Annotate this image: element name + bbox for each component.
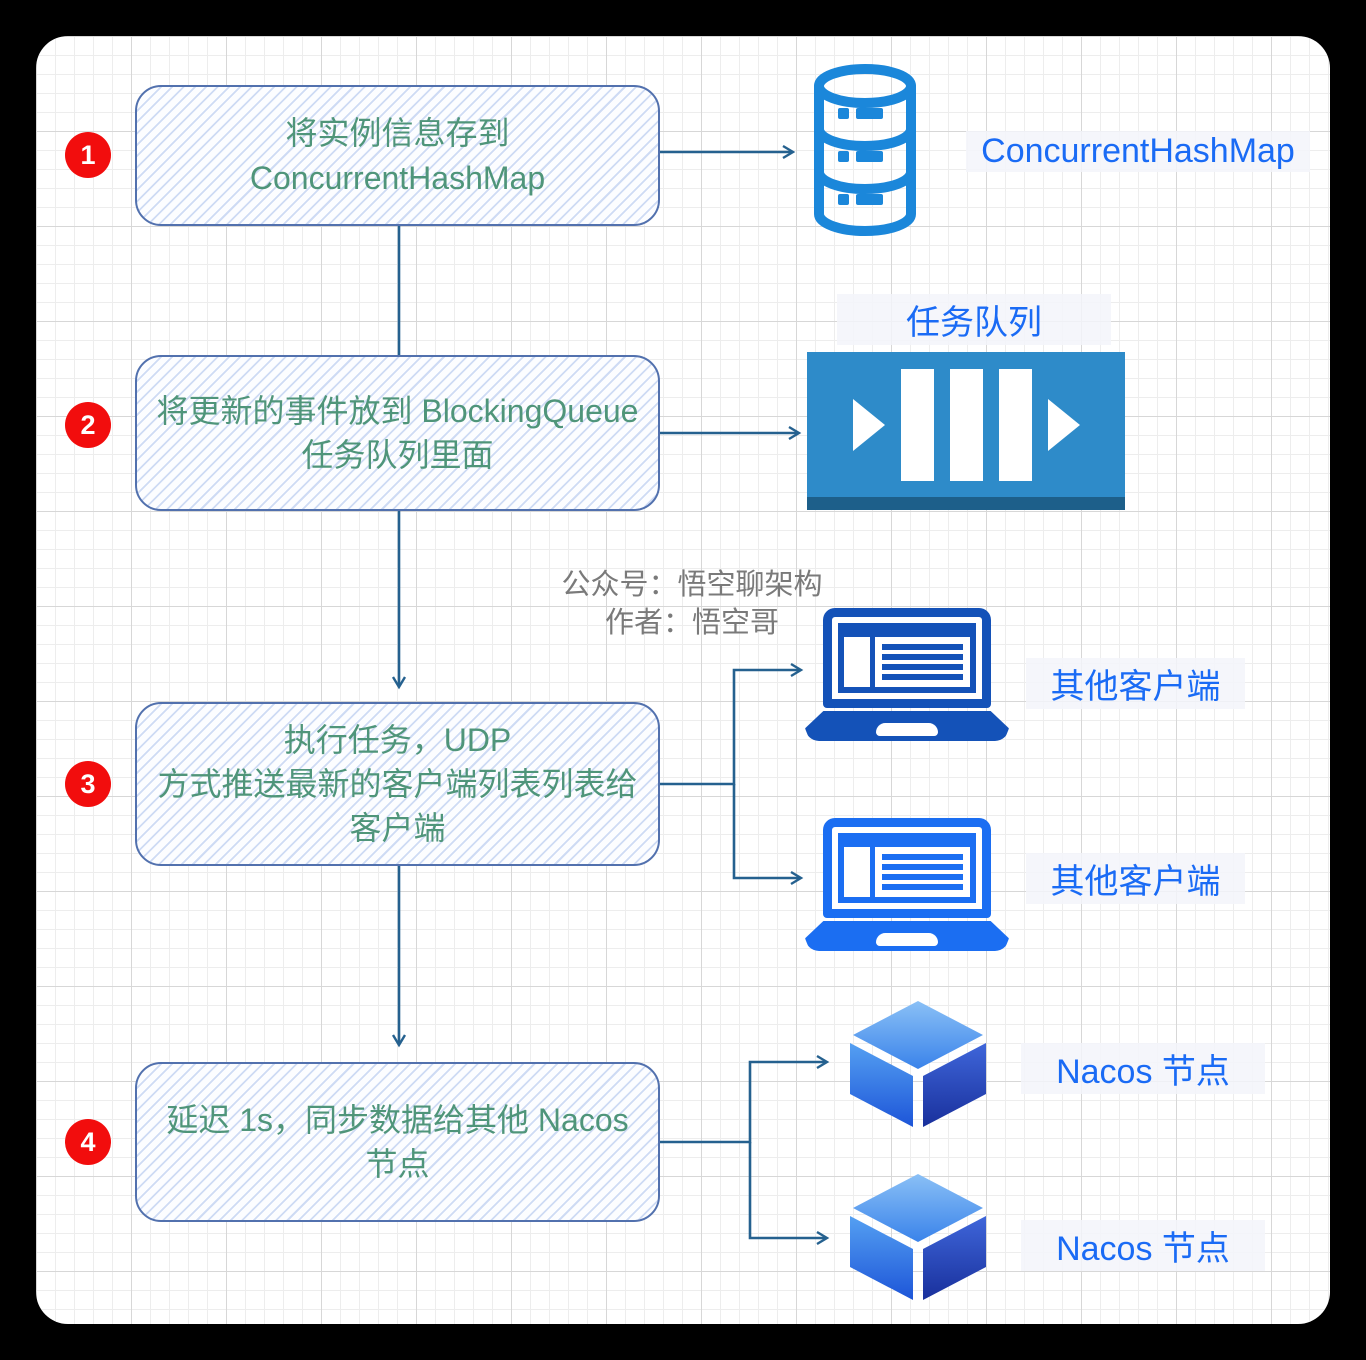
step-badge-3: 3 (65, 761, 111, 807)
laptop-window-sidebar (844, 847, 870, 897)
watermark-line-1: 公众号：悟空聊架构 (561, 569, 823, 601)
step-box-4: 延迟 1s，同步数据给其他 Nacos 节点 (135, 1062, 660, 1222)
step-badge-4: 4 (65, 1119, 111, 1165)
laptop-window-sidebar (844, 637, 870, 687)
grid-canvas: 将实例信息存到 ConcurrentHashMap 将更新的事件放到 Block… (36, 36, 1330, 1324)
client-label-bottom: 其他客户端 (1026, 853, 1245, 904)
watermark: 公众号：悟空聊架构 作者：悟空哥 (492, 566, 892, 642)
laptop-window-body (838, 847, 976, 903)
laptop-base (805, 921, 1009, 951)
laptop-window-panel (875, 637, 970, 687)
laptop-window (838, 623, 976, 693)
laptop-screen (823, 608, 991, 708)
step-box-3-line-3: 客户端 (349, 810, 446, 847)
laptop-window (838, 833, 976, 903)
step-box-3: 执行任务，UDP 方式推送最新的客户端列表列表给 客户端 (135, 702, 660, 866)
cube-icon-top (850, 1001, 986, 1127)
laptop-icon-top (805, 608, 1009, 741)
step-badge-2: 2 (65, 402, 111, 448)
step-box-4-line-1: 延迟 1s，同步数据给其他 Nacos (166, 1101, 629, 1138)
nacos-label-top: Nacos 节点 (1021, 1043, 1265, 1094)
database-icon (814, 64, 916, 236)
step-badge-1: 1 (65, 132, 111, 178)
queue-arrow-in-icon (852, 398, 885, 451)
step-box-1-line-1: 将实例信息存到 (285, 115, 510, 152)
step-box-1-line-2: ConcurrentHashMap (249, 159, 546, 196)
laptop-window-panel (875, 847, 970, 897)
hashmap-label: ConcurrentHashMap (966, 131, 1310, 172)
laptop-window-header (838, 833, 976, 847)
watermark-line-2: 作者：悟空哥 (604, 607, 779, 639)
queue-bar-icon (900, 368, 934, 481)
queue-label: 任务队列 (837, 294, 1111, 345)
cube-icon-bottom (850, 1174, 986, 1300)
step-box-1: 将实例信息存到 ConcurrentHashMap (135, 85, 660, 226)
queue-base-strip (807, 497, 1125, 510)
step-box-3-line-1: 执行任务，UDP (283, 721, 512, 758)
client-label-top: 其他客户端 (1026, 658, 1245, 709)
laptop-icon-bottom (805, 818, 1009, 951)
nacos-label-bottom: Nacos 节点 (1021, 1220, 1265, 1271)
laptop-base (805, 711, 1009, 741)
step-box-2-line-1: 将更新的事件放到 BlockingQueue (156, 392, 639, 429)
step-box-4-line-2: 节点 (365, 1146, 430, 1182)
laptop-notch (876, 723, 938, 736)
queue-bar-icon (949, 368, 983, 481)
laptop-notch (876, 933, 938, 946)
laptop-screen (823, 818, 991, 918)
queue-bar-icon (998, 368, 1032, 481)
step-box-3-line-2: 方式推送最新的客户端列表列表给 (157, 765, 638, 802)
queue-icon (807, 352, 1125, 510)
step-box-2-line-2: 任务队列里面 (301, 437, 494, 473)
step-box-2: 将更新的事件放到 BlockingQueue 任务队列里面 (135, 355, 660, 511)
laptop-window-body (838, 637, 976, 693)
queue-arrow-out-icon (1047, 398, 1080, 451)
